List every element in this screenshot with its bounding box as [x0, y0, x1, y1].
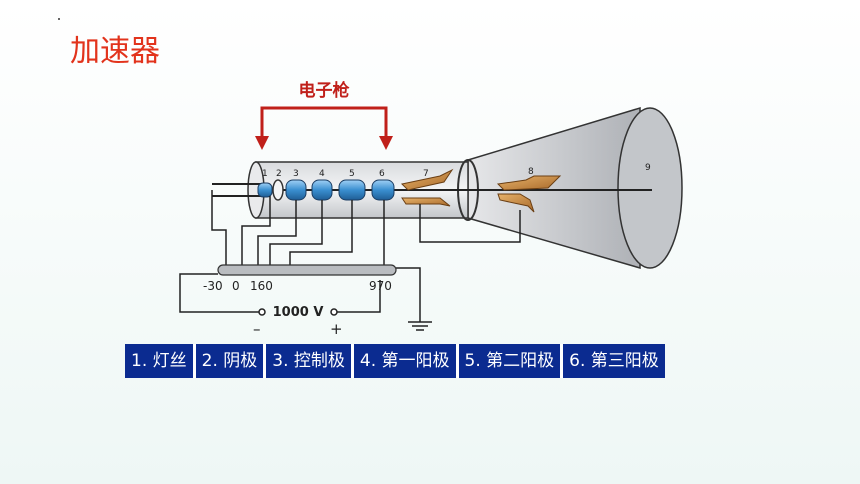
electrode-2-cathode	[272, 179, 284, 201]
voltage-tick: 0	[232, 279, 240, 293]
arrow-down-icon	[379, 136, 393, 150]
arrow-down-icon	[255, 136, 269, 150]
deflection-plates-8	[496, 175, 562, 213]
electrode-number: 3	[293, 169, 299, 179]
electrode-5-second-anode	[338, 179, 366, 201]
legend-item-control-grid: 3. 控制极	[266, 344, 351, 378]
voltage-tick: 970	[369, 279, 392, 293]
electrode-number: 4	[319, 169, 325, 179]
electrode-number: 8	[528, 167, 534, 177]
circuit-wires	[179, 190, 521, 322]
voltage-tick: -30	[203, 279, 223, 293]
electrode-number: 2	[276, 169, 282, 179]
electrode-6-third-anode	[371, 179, 395, 201]
tube-cone	[467, 106, 641, 269]
terminal-positive	[330, 308, 338, 316]
legend-bar: 1. 灯丝 2. 阴极 3. 控制极 4. 第一阳极 5. 第二阳极 6. 第三…	[125, 344, 665, 378]
legend-item-filament: 1. 灯丝	[125, 344, 193, 378]
electrode-number: 6	[379, 169, 385, 179]
legend-item-second-anode: 5. 第二阳极	[458, 344, 561, 378]
minus-sign: –	[253, 320, 261, 338]
terminal-negative	[258, 308, 266, 316]
electrode-number: 1	[262, 169, 268, 179]
voltage-tick: 160	[250, 279, 273, 293]
fluorescent-screen	[617, 107, 683, 269]
electrode-number: 5	[349, 169, 355, 179]
legend-item-cathode: 2. 阴极	[195, 344, 264, 378]
legend-item-first-anode: 4. 第一阳极	[353, 344, 456, 378]
decorative-dot	[58, 18, 60, 20]
plus-sign: +	[330, 320, 343, 338]
electrode-1-filament	[257, 182, 273, 198]
electrode-number: 9	[645, 163, 651, 173]
supply-voltage: 1000 V	[273, 305, 324, 320]
deflection-plates-7	[400, 168, 454, 207]
slide-title: 加速器	[70, 34, 160, 69]
electrode-3-control-grid	[285, 179, 307, 201]
voltage-divider	[217, 264, 397, 276]
gun-bracket	[255, 106, 393, 150]
gun-label: 电子枪	[299, 80, 350, 101]
ground-icon	[408, 321, 432, 331]
legend-item-third-anode: 6. 第三阳极	[563, 344, 665, 378]
electrode-number: 7	[423, 169, 429, 179]
electrode-4-first-anode	[311, 179, 333, 201]
